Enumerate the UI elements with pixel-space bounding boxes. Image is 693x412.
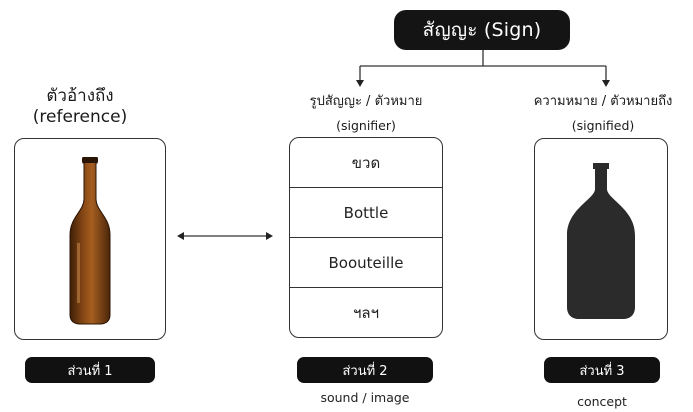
signifier-list: ขวด Bottle Boouteille ฯลฯ bbox=[289, 137, 443, 338]
part-1-badge: ส่วนที่ 1 bbox=[25, 357, 155, 383]
bottle-silhouette-icon bbox=[567, 163, 635, 319]
arrowhead-signifier bbox=[356, 80, 364, 87]
brown-bottle-icon bbox=[69, 157, 111, 325]
signifier-item-thai: ขวด bbox=[290, 138, 442, 188]
signifier-item-etc: ฯลฯ bbox=[352, 303, 380, 322]
signifier-label: รูปสัญญะ / ตัวหมาย (signifier) bbox=[268, 94, 464, 134]
signified-box bbox=[534, 138, 668, 340]
signified-label: ความหมาย / ตัวหมายถึง (signified) bbox=[508, 94, 693, 134]
part-2-badge: ส่วนที่ 2 bbox=[297, 357, 433, 383]
signified-label-main: ความหมาย / ตัวหมายถึง bbox=[533, 94, 673, 109]
sign-title: สัญญะ (Sign) bbox=[394, 10, 570, 50]
signifier-label-main: รูปสัญญะ / ตัวหมาย bbox=[309, 94, 423, 109]
reference-label-english: (reference) bbox=[32, 107, 128, 128]
signified-caption: concept bbox=[577, 394, 627, 409]
signifier-caption: sound / image bbox=[320, 390, 410, 405]
reference-label-thai: ตัวอ้างถึง bbox=[46, 86, 114, 106]
part-3-badge: ส่วนที่ 3 bbox=[544, 357, 660, 383]
reference-label: ตัวอ้างถึง (reference) bbox=[20, 86, 140, 129]
signifier-label-sub: (signifier) bbox=[336, 118, 396, 134]
arrowhead-signified bbox=[602, 80, 610, 87]
signified-label-sub: (signified) bbox=[571, 118, 635, 134]
signifier-item-french: Boouteille bbox=[290, 238, 442, 288]
arrowhead-right bbox=[266, 232, 273, 240]
reference-box bbox=[14, 138, 166, 340]
arrowhead-left bbox=[177, 232, 184, 240]
signifier-item-english: Bottle bbox=[290, 188, 442, 238]
